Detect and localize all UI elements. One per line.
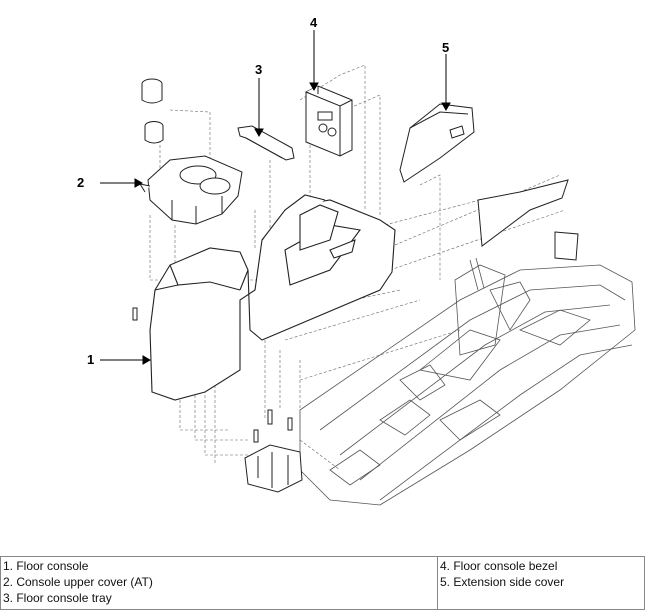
parts-legend-table: 1. Floor console 2. Console upper cover … [0,556,645,610]
legend-right-column: 4. Floor console bezel 5. Extension side… [437,556,645,610]
legend-item: 2. Console upper cover (AT) [3,575,153,589]
callout-4: 4 [310,15,318,30]
cup-holder-inserts [141,78,164,144]
callout-3: 3 [255,62,263,77]
legend-item: 3. Floor console tray [3,591,112,605]
console-mounting-bracket [132,307,303,493]
callout-5: 5 [442,40,450,55]
floor-console-tray [237,125,295,161]
floor-console-bezel [305,85,353,157]
extension-side-cover [399,103,579,261]
legend-item: 1. Floor console [3,559,89,573]
legend-item: 5. Extension side cover [440,575,565,589]
console-upper-cover [138,155,243,225]
legend-left-column: 1. Floor console 2. Console upper cover … [0,556,438,610]
callout-2: 2 [77,175,85,190]
callout-leaders [100,30,451,365]
legend-item: 4. Floor console bezel [440,559,558,573]
callout-1: 1 [87,352,95,367]
floor-console-body [149,194,396,401]
vehicle-floor-tunnel [299,257,636,506]
exploded-view-diagram [100,30,636,506]
